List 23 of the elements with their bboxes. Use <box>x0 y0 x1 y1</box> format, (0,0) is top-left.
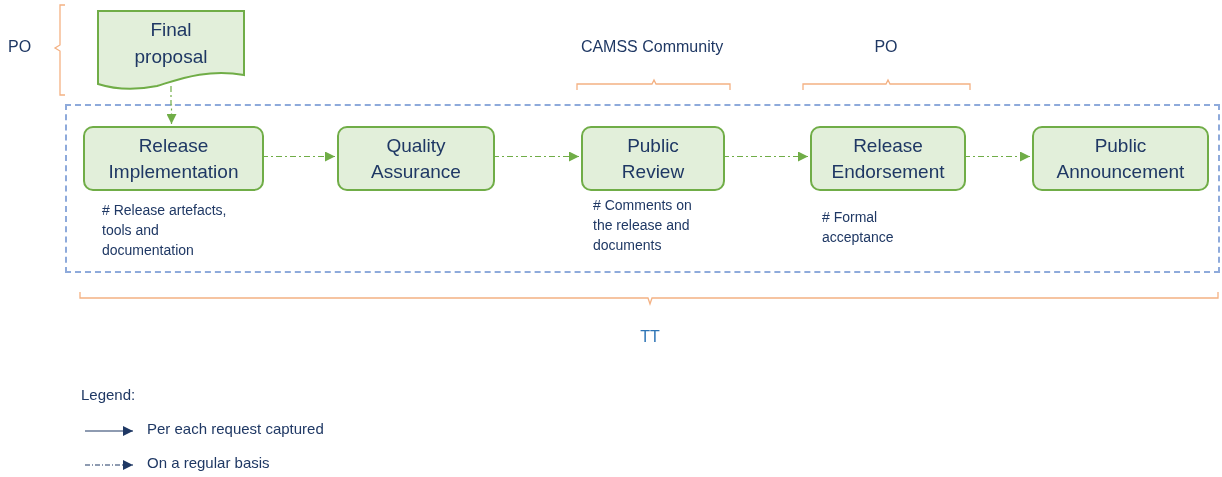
annotation-text: # Formal acceptance <box>822 208 895 247</box>
legend-text: Per each request captured <box>147 420 324 437</box>
bracket-label: TT <box>639 328 661 346</box>
arrow <box>166 85 177 125</box>
arrow <box>963 151 1031 162</box>
bracket-label: PO <box>8 38 32 56</box>
node-label: Final proposal <box>133 18 209 69</box>
arrow <box>261 151 336 162</box>
document-shape <box>97 10 245 90</box>
process-box: Release Implementation <box>83 126 264 191</box>
legend-heading: Legend: <box>81 386 136 403</box>
process-box: Public Announcement <box>1032 126 1209 191</box>
arrow <box>722 151 809 162</box>
process-box: Quality Assurance <box>337 126 495 191</box>
dashed-boundary <box>65 104 1220 273</box>
annotation-text: # Release artefacts, tools and documentation <box>102 201 228 260</box>
bracket-label: CAMSS Community <box>579 38 725 56</box>
bracket-label: PO <box>873 38 899 56</box>
process-box: Release Endorsement <box>810 126 966 191</box>
process-box: Public Review <box>581 126 725 191</box>
annotation-text: # Comments on the release and documents <box>593 196 693 255</box>
legend-text: On a regular basis <box>147 454 270 471</box>
arrow <box>492 151 580 162</box>
